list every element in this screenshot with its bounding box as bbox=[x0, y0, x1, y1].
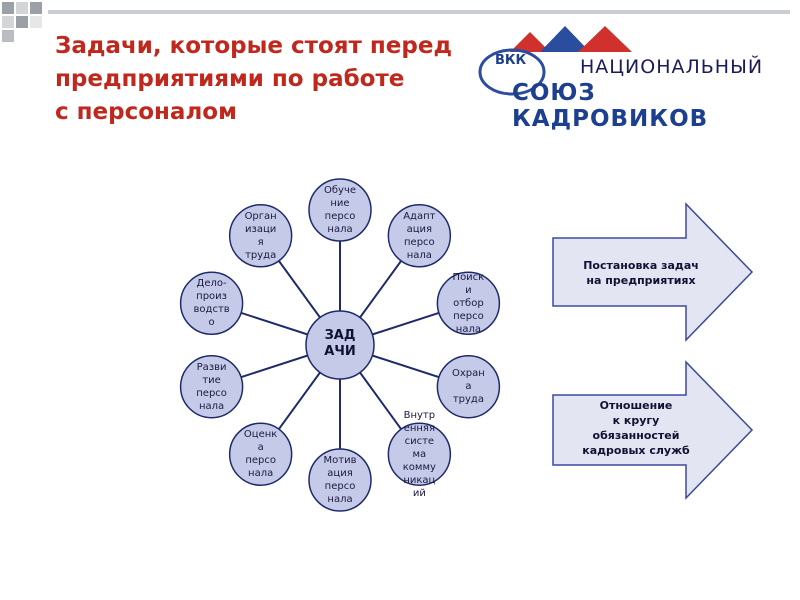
title-line-1: Задачи, которые стоят перед bbox=[55, 33, 453, 59]
node-organizatsiya bbox=[228, 204, 293, 268]
center-node bbox=[305, 310, 375, 380]
node-okhrana bbox=[436, 354, 501, 419]
decorative-squares bbox=[0, 0, 800, 42]
title-line-3: с персоналом bbox=[55, 99, 237, 125]
node-razvitie bbox=[179, 354, 244, 419]
node-label-otsenka: Оценк а персо нала bbox=[243, 429, 278, 480]
node-obuchenie bbox=[308, 178, 372, 242]
logo-text-line1: НАЦИОНАЛЬНЫЙ bbox=[580, 56, 764, 78]
page-title: Задачи, которые стоят перед предприятиям… bbox=[55, 30, 525, 129]
node-poisk bbox=[436, 271, 501, 336]
logo-emblem bbox=[478, 26, 632, 96]
node-label-poisk: Поиск и отбор персо нала bbox=[452, 271, 485, 335]
title-line-2: предприятиями по работе bbox=[55, 66, 405, 92]
node-adaptatsiya bbox=[387, 204, 452, 268]
node-label-okhrana: Охран а труда bbox=[451, 368, 485, 406]
node-kommunikatsii bbox=[387, 422, 452, 486]
node-label-kommunikatsii: Внутр енняя систе ма комму никац ий bbox=[402, 409, 436, 499]
node-label-organizatsiya: Орган изаци я труда bbox=[244, 210, 277, 261]
arrow-otnoshenie bbox=[552, 360, 754, 500]
node-label-motivatsiya: Мотив ация персо нала bbox=[323, 455, 357, 505]
node-motivatsiya bbox=[308, 448, 372, 512]
node-label-razvitie: Разви тие персо нала bbox=[196, 361, 227, 412]
logo-text-line2: СОЮЗ КАДРОВИКОВ bbox=[512, 80, 709, 132]
arrow-label-otnoshenie: Отношение к кругу обязанностей кадровых … bbox=[582, 399, 690, 457]
node-otsenka bbox=[228, 422, 293, 486]
node-label-obuchenie: Обуче ние персо нала bbox=[323, 185, 357, 235]
node-deloproizvodstvo bbox=[179, 271, 244, 336]
arrow-label-postanovka: Постановка задач на предприятиях bbox=[583, 259, 699, 287]
node-label-deloproizvodstvo: Дело- произ водств о bbox=[193, 278, 230, 329]
arrow-postanovka bbox=[552, 202, 754, 342]
center-label: ЗАД АЧИ bbox=[324, 328, 356, 359]
logo-abbr: ВКК bbox=[495, 53, 527, 68]
node-label-adaptatsiya: Адапт ация персо нала bbox=[403, 210, 436, 261]
